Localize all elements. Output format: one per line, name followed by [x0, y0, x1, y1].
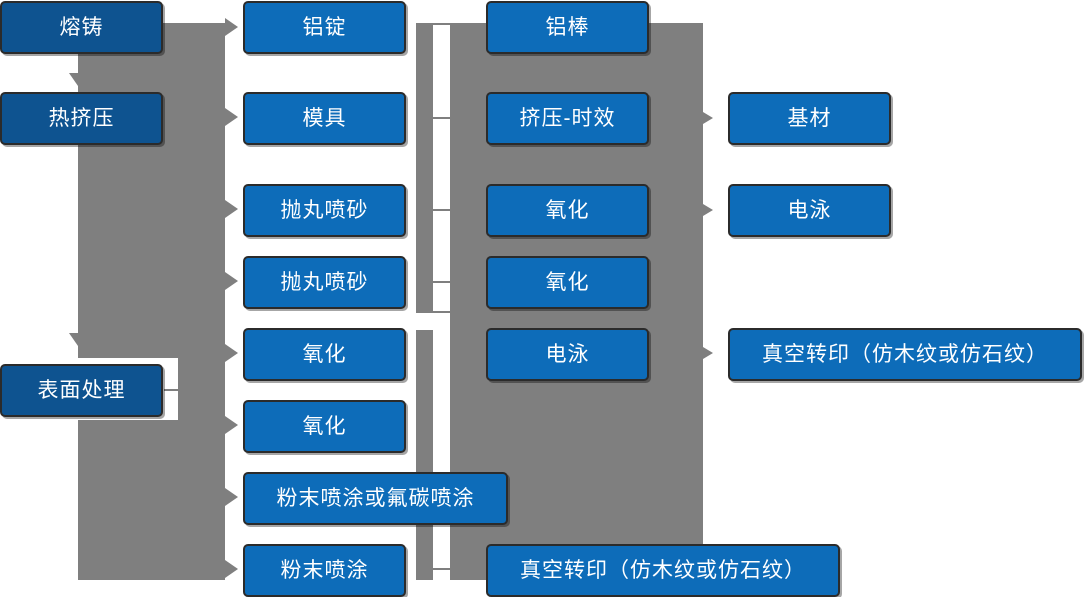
material-label-powder: 粉末喷涂 — [280, 559, 369, 582]
arrow-to-mat-oxidize1 — [225, 344, 238, 362]
stage-box-surface[interactable]: 表面处理 — [0, 364, 163, 417]
output-box-vacuum-transfer[interactable]: 真空转印（仿木纹或仿石纹） — [728, 328, 1082, 381]
stage-label-surface: 表面处理 — [37, 379, 126, 402]
output-label-substrate: 基材 — [787, 107, 832, 130]
material-box-shotblast2[interactable]: 抛丸喷砂 — [243, 256, 406, 309]
connector-mid-tick-5 — [425, 568, 463, 570]
connector-mid-tick-2 — [425, 209, 463, 211]
stage-box-extrude[interactable]: 热挤压 — [0, 92, 163, 145]
material-label-ingot: 铝锭 — [302, 16, 347, 39]
material-box-oxidize2[interactable]: 氧化 — [243, 400, 406, 453]
arrow-to-mat-die — [225, 108, 238, 126]
process-box-vacuum-transfer[interactable]: 真空转印（仿木纹或仿石纹） — [486, 544, 840, 597]
arrow-down-extrude-to-surface — [69, 333, 87, 346]
arrow-to-out-vacuum-transfer — [703, 347, 713, 359]
material-label-shotblast1: 抛丸喷砂 — [280, 199, 369, 222]
connector-mid-tick-4 — [416, 311, 463, 313]
arrow-to-mat-ingot — [225, 18, 238, 36]
arrow-to-mat-shotblast2 — [225, 272, 238, 290]
arrow-to-mat-powder — [225, 560, 238, 578]
output-label-vacuum-transfer: 真空转印（仿木纹或仿石纹） — [762, 343, 1048, 366]
connector-mid-tick-top — [416, 23, 463, 25]
material-box-powder-or-fluorocarbon[interactable]: 粉末喷涂或氟碳喷涂 — [243, 472, 508, 525]
material-label-shotblast2: 抛丸喷砂 — [280, 271, 369, 294]
material-box-ingot[interactable]: 铝锭 — [243, 1, 406, 54]
arrow-to-out-substrate — [703, 112, 713, 124]
material-label-oxidize2: 氧化 — [302, 415, 347, 438]
process-box-oxidize2[interactable]: 氧化 — [486, 256, 649, 309]
arrow-to-out-electro — [703, 204, 713, 216]
connector-mid-bar-a — [416, 23, 433, 313]
process-label-bar: 铝棒 — [545, 16, 590, 39]
material-box-powder[interactable]: 粉末喷涂 — [243, 544, 406, 597]
arrow-to-mat-powder-or-fluorocarbon — [225, 488, 238, 506]
process-label-electro: 电泳 — [545, 343, 590, 366]
arrow-down-casting-to-extrude — [69, 73, 87, 86]
process-label-oxidize1: 氧化 — [545, 199, 590, 222]
process-box-oxidize1[interactable]: 氧化 — [486, 184, 649, 237]
material-label-oxidize1: 氧化 — [302, 343, 347, 366]
material-label-powder-or-fluorocarbon: 粉末喷涂或氟碳喷涂 — [276, 487, 475, 510]
connector-mid-tick-1 — [425, 117, 463, 119]
material-box-die[interactable]: 模具 — [243, 92, 406, 145]
arrow-to-mat-shotblast1 — [225, 200, 238, 218]
arrow-to-mat-oxidize2 — [225, 416, 238, 434]
process-label-vacuum-transfer: 真空转印（仿木纹或仿石纹） — [520, 559, 806, 582]
connector-mid-bar-a2 — [416, 330, 433, 580]
output-label-electro: 电泳 — [787, 199, 832, 222]
stage-label-extrude: 热挤压 — [48, 107, 115, 130]
process-label-oxidize2: 氧化 — [545, 271, 590, 294]
process-box-bar[interactable]: 铝棒 — [486, 1, 649, 54]
connector-mid-tick-3 — [425, 281, 463, 283]
stage-box-casting[interactable]: 熔铸 — [0, 1, 163, 54]
output-box-substrate[interactable]: 基材 — [728, 92, 891, 145]
process-label-extrude-age: 挤压-时效 — [519, 107, 616, 130]
output-box-electro[interactable]: 电泳 — [728, 184, 891, 237]
material-box-oxidize1[interactable]: 氧化 — [243, 328, 406, 381]
process-box-electro[interactable]: 电泳 — [486, 328, 649, 381]
process-box-extrude-age[interactable]: 挤压-时效 — [486, 92, 649, 145]
connector-surface-stub — [164, 389, 188, 391]
stage-label-casting: 熔铸 — [59, 16, 104, 39]
material-box-shotblast1[interactable]: 抛丸喷砂 — [243, 184, 406, 237]
material-label-die: 模具 — [302, 107, 347, 130]
